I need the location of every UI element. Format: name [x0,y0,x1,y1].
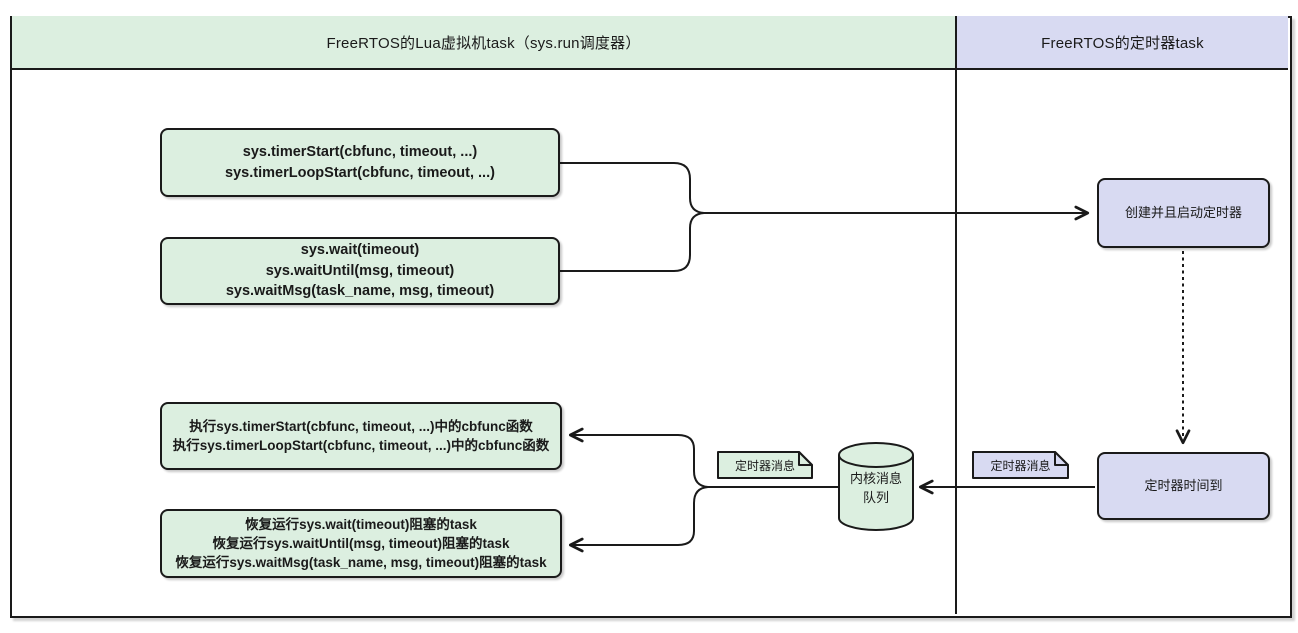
timer-message-label-right: 定时器消息 [990,458,1051,473]
lane-header-timer-task: FreeRTOS的定时器task [957,16,1288,70]
node-timer-fired: 定时器时间到 [1097,452,1270,520]
node-create-start-timer: 创建并且启动定时器 [1097,178,1270,248]
node-resume-blocked-task: 恢复运行sys.wait(timeout)阻塞的task 恢复运行sys.wai… [160,509,562,578]
kernel-queue-label: 内核消息 队列 [849,470,902,506]
lane-title-right: FreeRTOS的定时器task [1041,34,1204,52]
node-timer-start-calls: sys.timerStart(cbfunc, timeout, ...) sys… [160,128,560,197]
lane-divider [955,16,957,614]
timer-message-label-left: 定时器消息 [734,458,795,473]
lane-title-left: FreeRTOS的Lua虚拟机task（sys.run调度器） [326,34,641,52]
lane-header-lua-vm-task: FreeRTOS的Lua虚拟机task（sys.run调度器） [12,16,955,70]
node-run-cbfunc: 执行sys.timerStart(cbfunc, timeout, ...)中的… [160,402,562,470]
node-wait-calls: sys.wait(timeout) sys.waitUntil(msg, tim… [160,237,560,305]
